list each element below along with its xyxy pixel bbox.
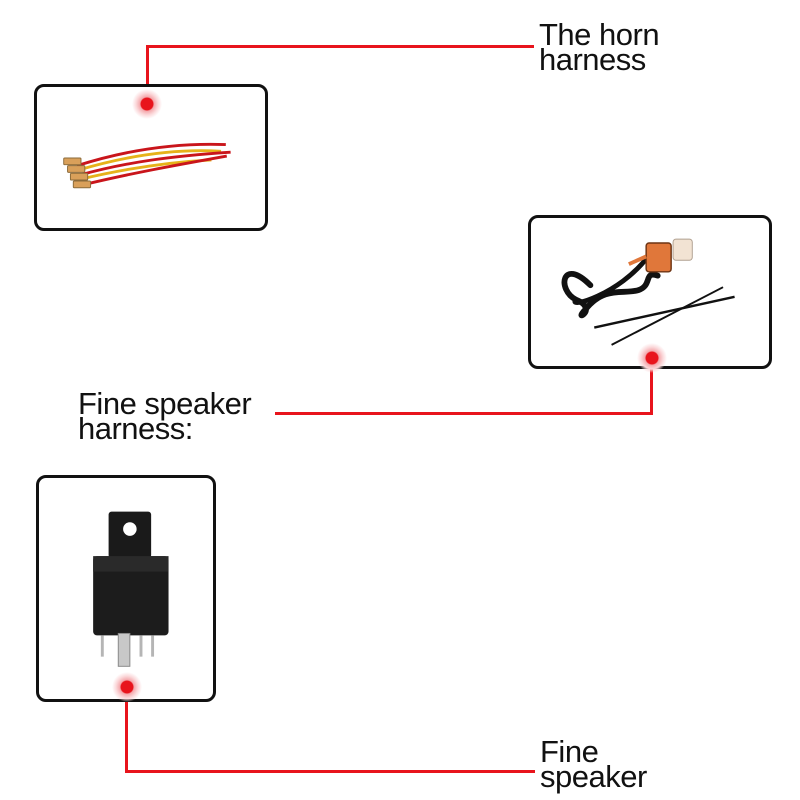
horn-harness-connector-vertical <box>146 45 149 103</box>
speaker-harness-label: Fine speaker harness: <box>78 386 252 446</box>
relay-connector-vertical <box>125 687 128 773</box>
fine-speaker-label: Fine speaker <box>540 734 647 794</box>
horn-harness-label: The horn harness <box>539 17 660 77</box>
speaker-harness-image <box>561 238 735 346</box>
speaker-harness-pointer-dot <box>637 343 667 373</box>
relay-pointer-dot <box>112 672 142 702</box>
speaker-harness-connector-horizontal <box>275 412 653 415</box>
horn-harness-wires-image <box>63 142 231 189</box>
relay-panel <box>36 475 216 702</box>
horn-harness-pointer-dot <box>132 89 162 119</box>
relay-image <box>93 511 169 667</box>
speaker-harness-connector-vertical <box>650 358 653 415</box>
horn-harness-connector-horizontal <box>146 45 534 48</box>
relay-connector-horizontal <box>125 770 535 773</box>
